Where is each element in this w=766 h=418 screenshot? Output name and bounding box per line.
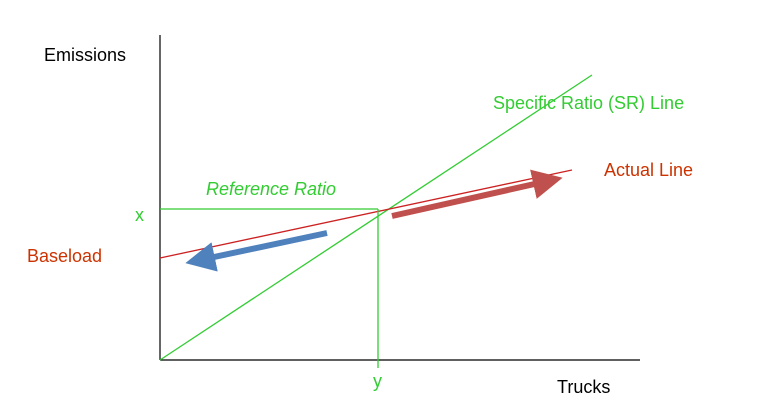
actual-line <box>159 169 573 259</box>
baseload-label: Baseload <box>27 246 102 266</box>
decrease-arrow <box>185 230 328 272</box>
sr-line <box>159 74 593 361</box>
y-axis-label: Emissions <box>44 45 126 65</box>
x-axis-label: Trucks <box>557 377 610 397</box>
actual-line-label: Actual Line <box>604 160 693 180</box>
sr-line-label: Specific Ratio (SR) Line <box>493 93 684 113</box>
x-marker-label: x <box>135 205 144 225</box>
reference-ratio-label: Reference Ratio <box>206 179 336 199</box>
increase-arrow <box>391 169 563 219</box>
y-marker-label: y <box>373 371 382 391</box>
